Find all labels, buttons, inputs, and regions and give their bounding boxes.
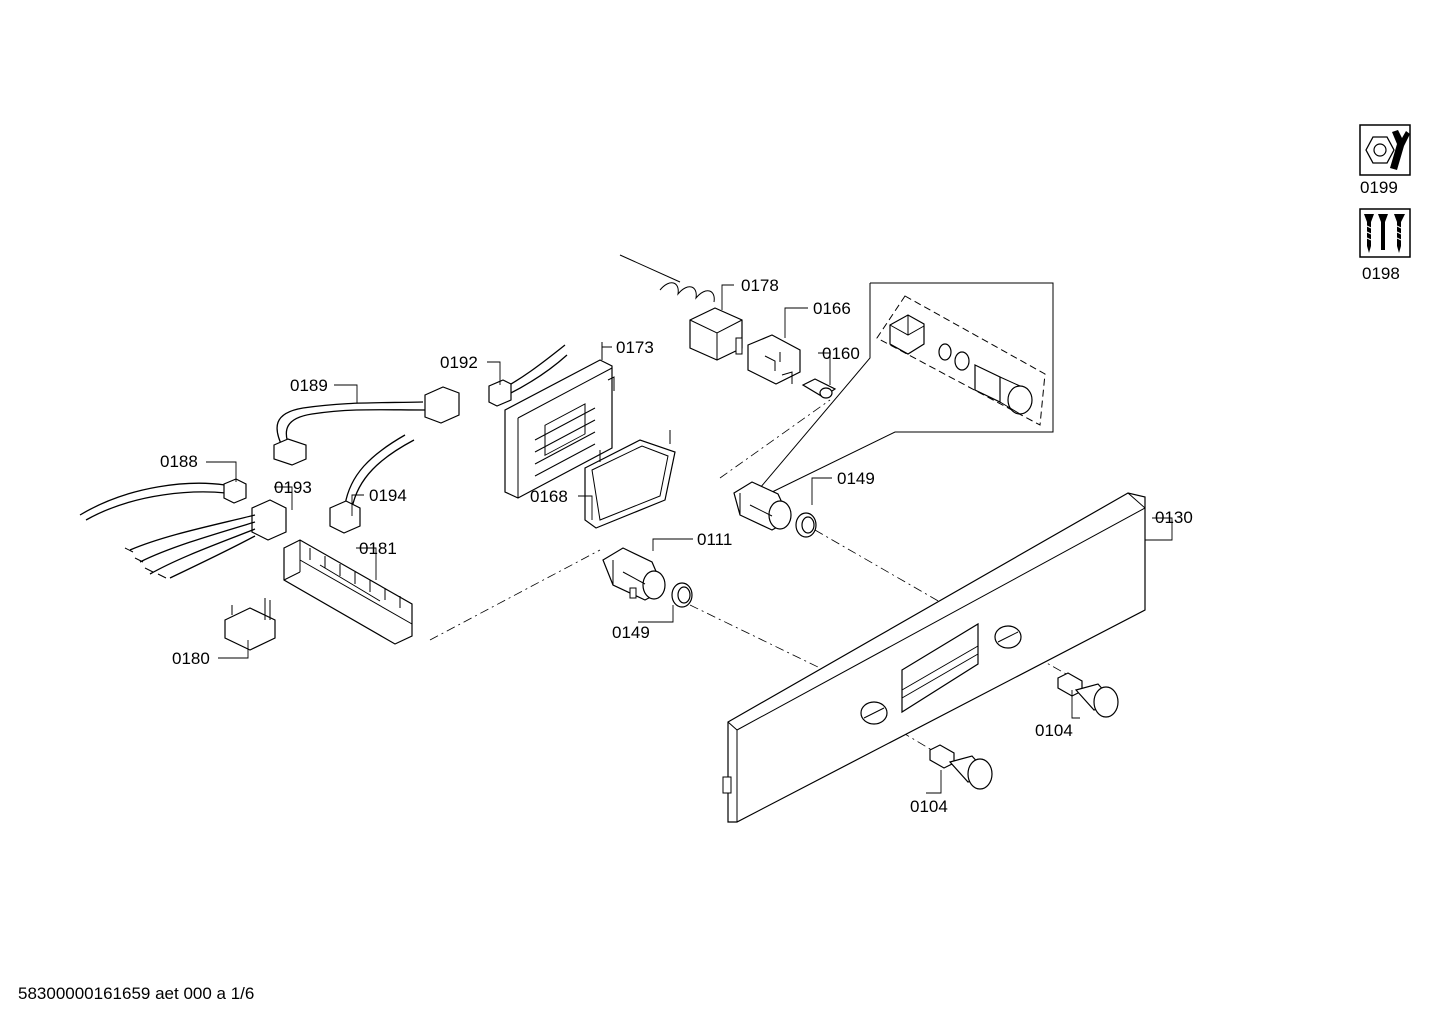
part-label-0166[interactable]: 0166 — [813, 299, 851, 318]
part-label-0104-right[interactable]: 0104 — [1035, 721, 1073, 740]
part-label-0181[interactable]: 0181 — [359, 539, 397, 558]
part-label-0168[interactable]: 0168 — [530, 487, 568, 506]
part-labels: 0178 0166 0160 0192 0173 0189 0188 0193 … — [160, 276, 1193, 816]
part-label-0188[interactable]: 0188 — [160, 452, 198, 471]
connector-0194[interactable] — [329, 434, 415, 534]
ring-0149-upper[interactable] — [795, 512, 817, 538]
part-label-0130[interactable]: 0130 — [1155, 508, 1193, 527]
frame-0168[interactable] — [584, 430, 676, 529]
lamp-0160[interactable] — [801, 378, 837, 399]
assembly-lines — [429, 399, 1069, 753]
drawing-reference-footer: 58300000161659 aet 000 a 1/6 — [18, 984, 254, 1003]
part-label-0104-left[interactable]: 0104 — [910, 797, 948, 816]
switch-0111-lower[interactable] — [602, 547, 666, 601]
thermostat-0178[interactable] — [619, 254, 743, 361]
terminal-block-0181[interactable] — [283, 539, 413, 645]
part-label-0180[interactable]: 0180 — [172, 649, 210, 668]
part-label-0149-lower[interactable]: 0149 — [612, 623, 650, 642]
terminal-0193[interactable] — [124, 499, 287, 579]
part-label-0199[interactable]: 0199 — [1360, 178, 1398, 197]
knob-0104-left[interactable] — [929, 744, 993, 790]
bracket-0180[interactable] — [224, 598, 276, 651]
part-label-0194[interactable]: 0194 — [369, 486, 407, 505]
part-label-0178[interactable]: 0178 — [741, 276, 779, 295]
part-label-0111[interactable]: 0111 — [697, 530, 732, 549]
switch-0111-upper[interactable] — [733, 481, 792, 531]
part-label-0189[interactable]: 0189 — [290, 376, 328, 395]
knob-detail-inset — [759, 282, 1054, 495]
part-label-0173[interactable]: 0173 — [616, 338, 654, 357]
front-panel[interactable] — [722, 492, 1146, 823]
wires-0188[interactable] — [79, 478, 247, 521]
connector-0192[interactable] — [488, 379, 512, 407]
knob-0104-right[interactable] — [1057, 672, 1119, 718]
harness-0189[interactable] — [273, 386, 460, 466]
ring-0149-lower[interactable] — [671, 582, 693, 608]
part-label-0193[interactable]: 0193 — [274, 478, 312, 497]
part-label-0160[interactable]: 0160 — [822, 344, 860, 363]
part-label-0192[interactable]: 0192 — [440, 353, 478, 372]
bracket-0166[interactable] — [747, 334, 801, 385]
leader-lines — [206, 284, 1173, 794]
part-label-0198[interactable]: 0198 — [1362, 264, 1400, 283]
nut-and-wrench-icon[interactable] — [1359, 124, 1411, 176]
screws-icon[interactable] — [1359, 208, 1411, 258]
part-label-0149-upper[interactable]: 0149 — [837, 469, 875, 488]
